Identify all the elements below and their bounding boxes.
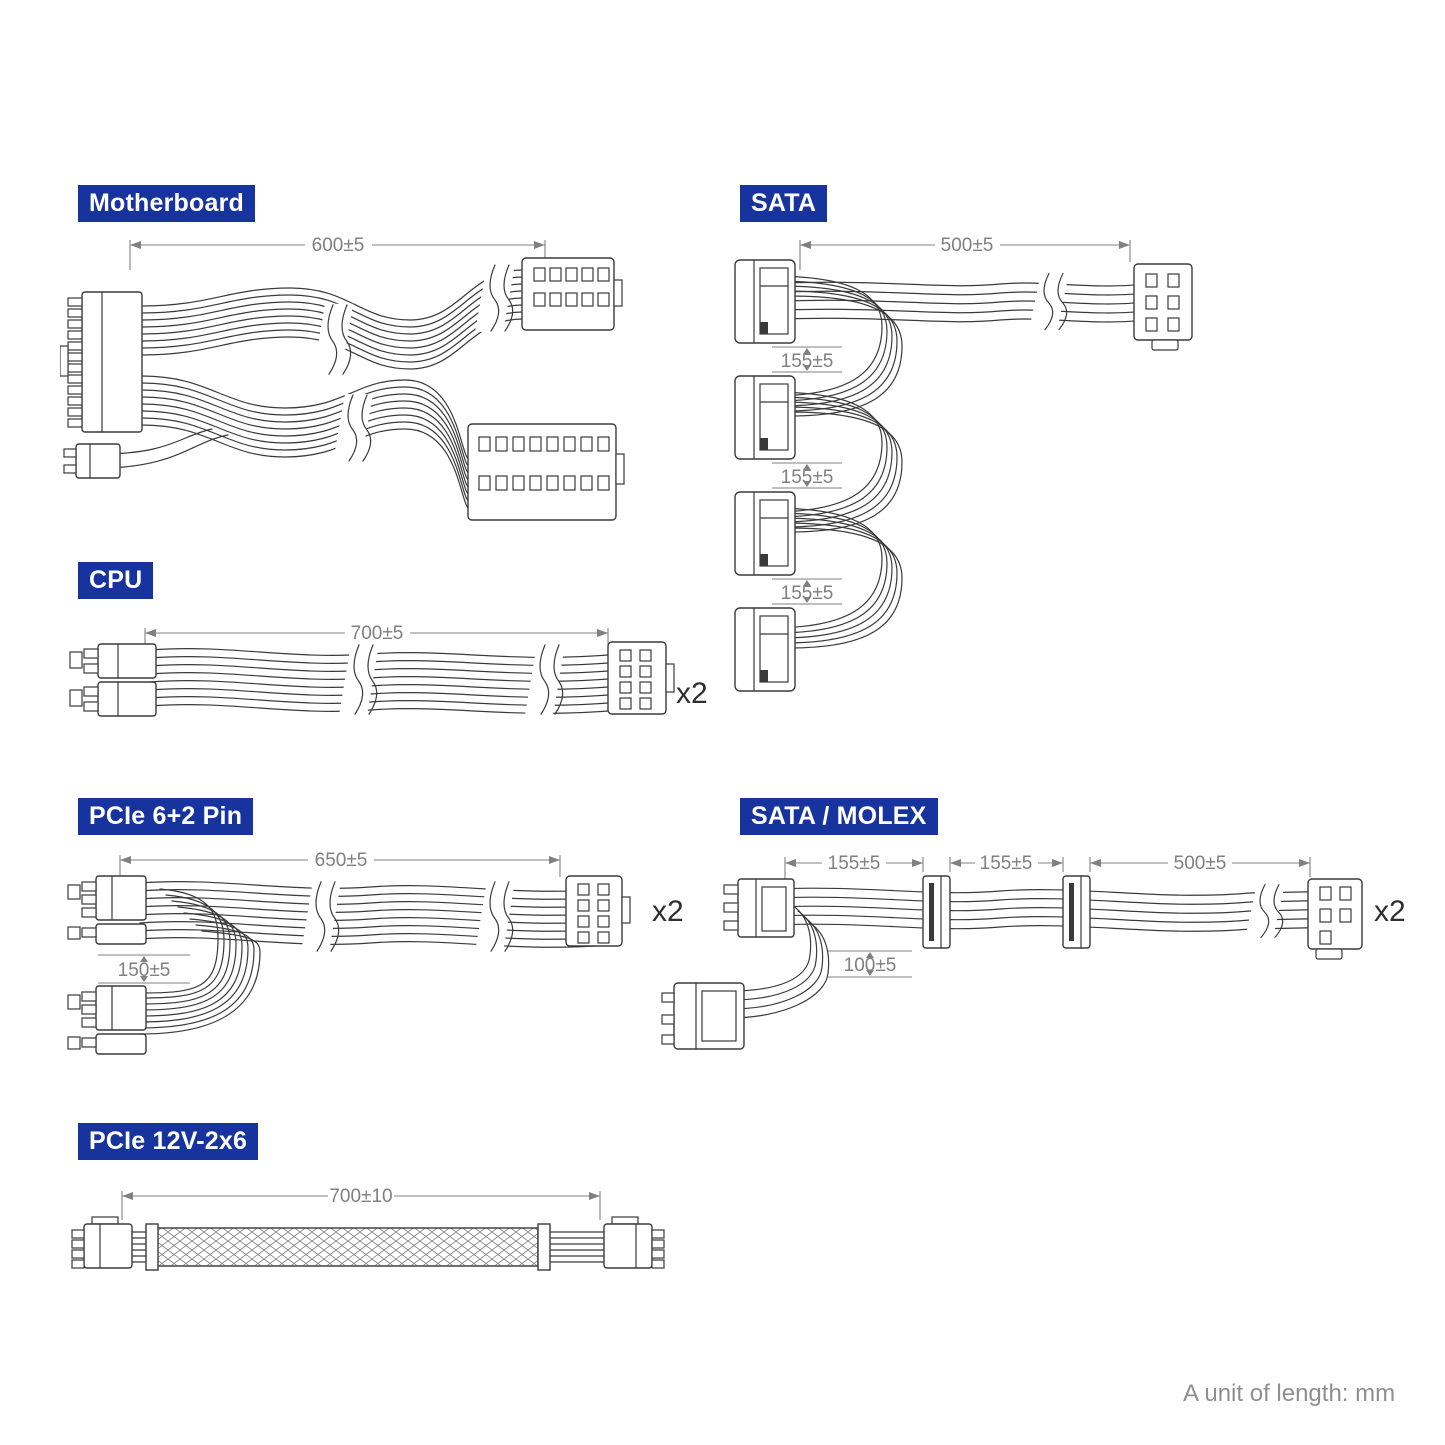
dim-label-500: 500±5 [941,235,994,256]
dimension-155-3: 155±5 [772,578,842,605]
pcie-wire-bundle [139,881,609,948]
wire-bundle-bottom [141,375,471,510]
molex-branch-connector [661,982,745,1050]
dim-label-155-1: 155±5 [781,351,834,372]
sata-molex-quantity: x2 [1374,895,1406,928]
molex-inline-connector [723,878,795,938]
dim-label-sm-500: 500±5 [1174,853,1227,874]
atx-24pin-connector [60,291,143,433]
unit-note: A unit of length: mm [1183,1380,1396,1407]
pcie-6plus2-connector-lower [67,985,147,1055]
break-mark [524,643,566,716]
break-mark [474,263,516,333]
dimensions-row: 155±5 155±5 500±5 [784,853,1311,879]
aux-4pin-connector [63,443,121,479]
section-label-sata: SATA [740,185,828,222]
break-mark [1244,883,1286,939]
break-mark [300,880,342,953]
section-label-sata-molex: SATA / MOLEX [740,798,938,835]
pcie-8pin-modular-connector [565,875,631,947]
dim-label-155-3: 155±5 [781,583,834,604]
section-label-motherboard: Motherboard [78,185,255,222]
dim-label-700-10: 700±10 [329,1186,392,1207]
sata-molex-cable-diagram: 155±5 155±5 500±5 [661,853,1406,1050]
dimension-700: 700±5 [144,623,609,656]
pcie-quantity: x2 [652,895,684,928]
dim-label-sm-155-2: 155±5 [980,853,1033,874]
sata-connector-3 [734,491,796,576]
12v-2x6-connector-left [71,1216,133,1269]
dim-label-100: 100±5 [844,955,897,976]
dimension-155-1: 155±5 [772,346,842,373]
inline-sata-2 [1062,875,1091,949]
molex-branch-wires [729,904,830,1019]
break-mark [312,303,354,376]
dimension-650: 650±5 [119,850,561,877]
modular-5pin-connector [1307,878,1363,960]
break-mark [338,643,380,716]
inline-sata-1 [922,875,951,949]
dim-label-150: 150±5 [118,960,171,981]
12v-2x6-connector-right [603,1216,665,1269]
cpu-4plus4-connector [69,643,157,717]
cpu-cable-diagram: 700±5 x2 [69,623,708,717]
dim-label-700: 700±5 [351,623,404,644]
dimension-155-2: 155±5 [772,462,842,489]
cpu-quantity: x2 [676,677,708,710]
pcie-6plus2-connector-upper [67,875,147,945]
pcie-12v-2x6-cable-diagram: 700±10 [71,1186,665,1271]
section-label-pcie-12v: PCIe 12V-2x6 [78,1123,259,1160]
aux-4pin-wires [99,428,229,469]
dim-label-650: 650±5 [315,850,368,871]
sleeve-cap-left [145,1223,159,1271]
sata-connector-4 [734,607,796,692]
modular-10pin-connector [521,257,623,331]
cpu-8pin-modular-connector [607,641,675,715]
break-mark [474,880,516,953]
sleeve-cap-right [537,1223,551,1271]
braided-sleeve [155,1227,539,1267]
dimension-700-10: 700±10 [121,1186,601,1220]
pcie-branch-wires [139,888,261,1035]
sata-connector-2 [734,375,796,460]
dim-label-155-2: 155±5 [781,467,834,488]
motherboard-cable-diagram: 600±5 [60,235,625,521]
modular-6pin-connector [1133,263,1193,351]
section-label-pcie: PCIe 6+2 Pin [78,798,254,835]
modular-18pin-connector [467,423,625,521]
dimension-150: 150±5 [98,954,190,984]
dim-label-sm-155-1: 155±5 [828,853,881,874]
dim-label-600: 600±5 [312,235,365,256]
break-mark [1028,272,1070,331]
break-mark [332,393,374,463]
dimension-100: 100±5 [828,950,912,978]
sata-connector-1 [734,259,796,344]
pcie-cable-diagram: 650±5 [67,850,684,1055]
sata-cable-diagram: 500±5 155±5 [734,235,1193,692]
section-label-cpu: CPU [78,562,154,599]
dimension-600: 600±5 [129,235,546,270]
dimension-500: 500±5 [799,235,1131,270]
